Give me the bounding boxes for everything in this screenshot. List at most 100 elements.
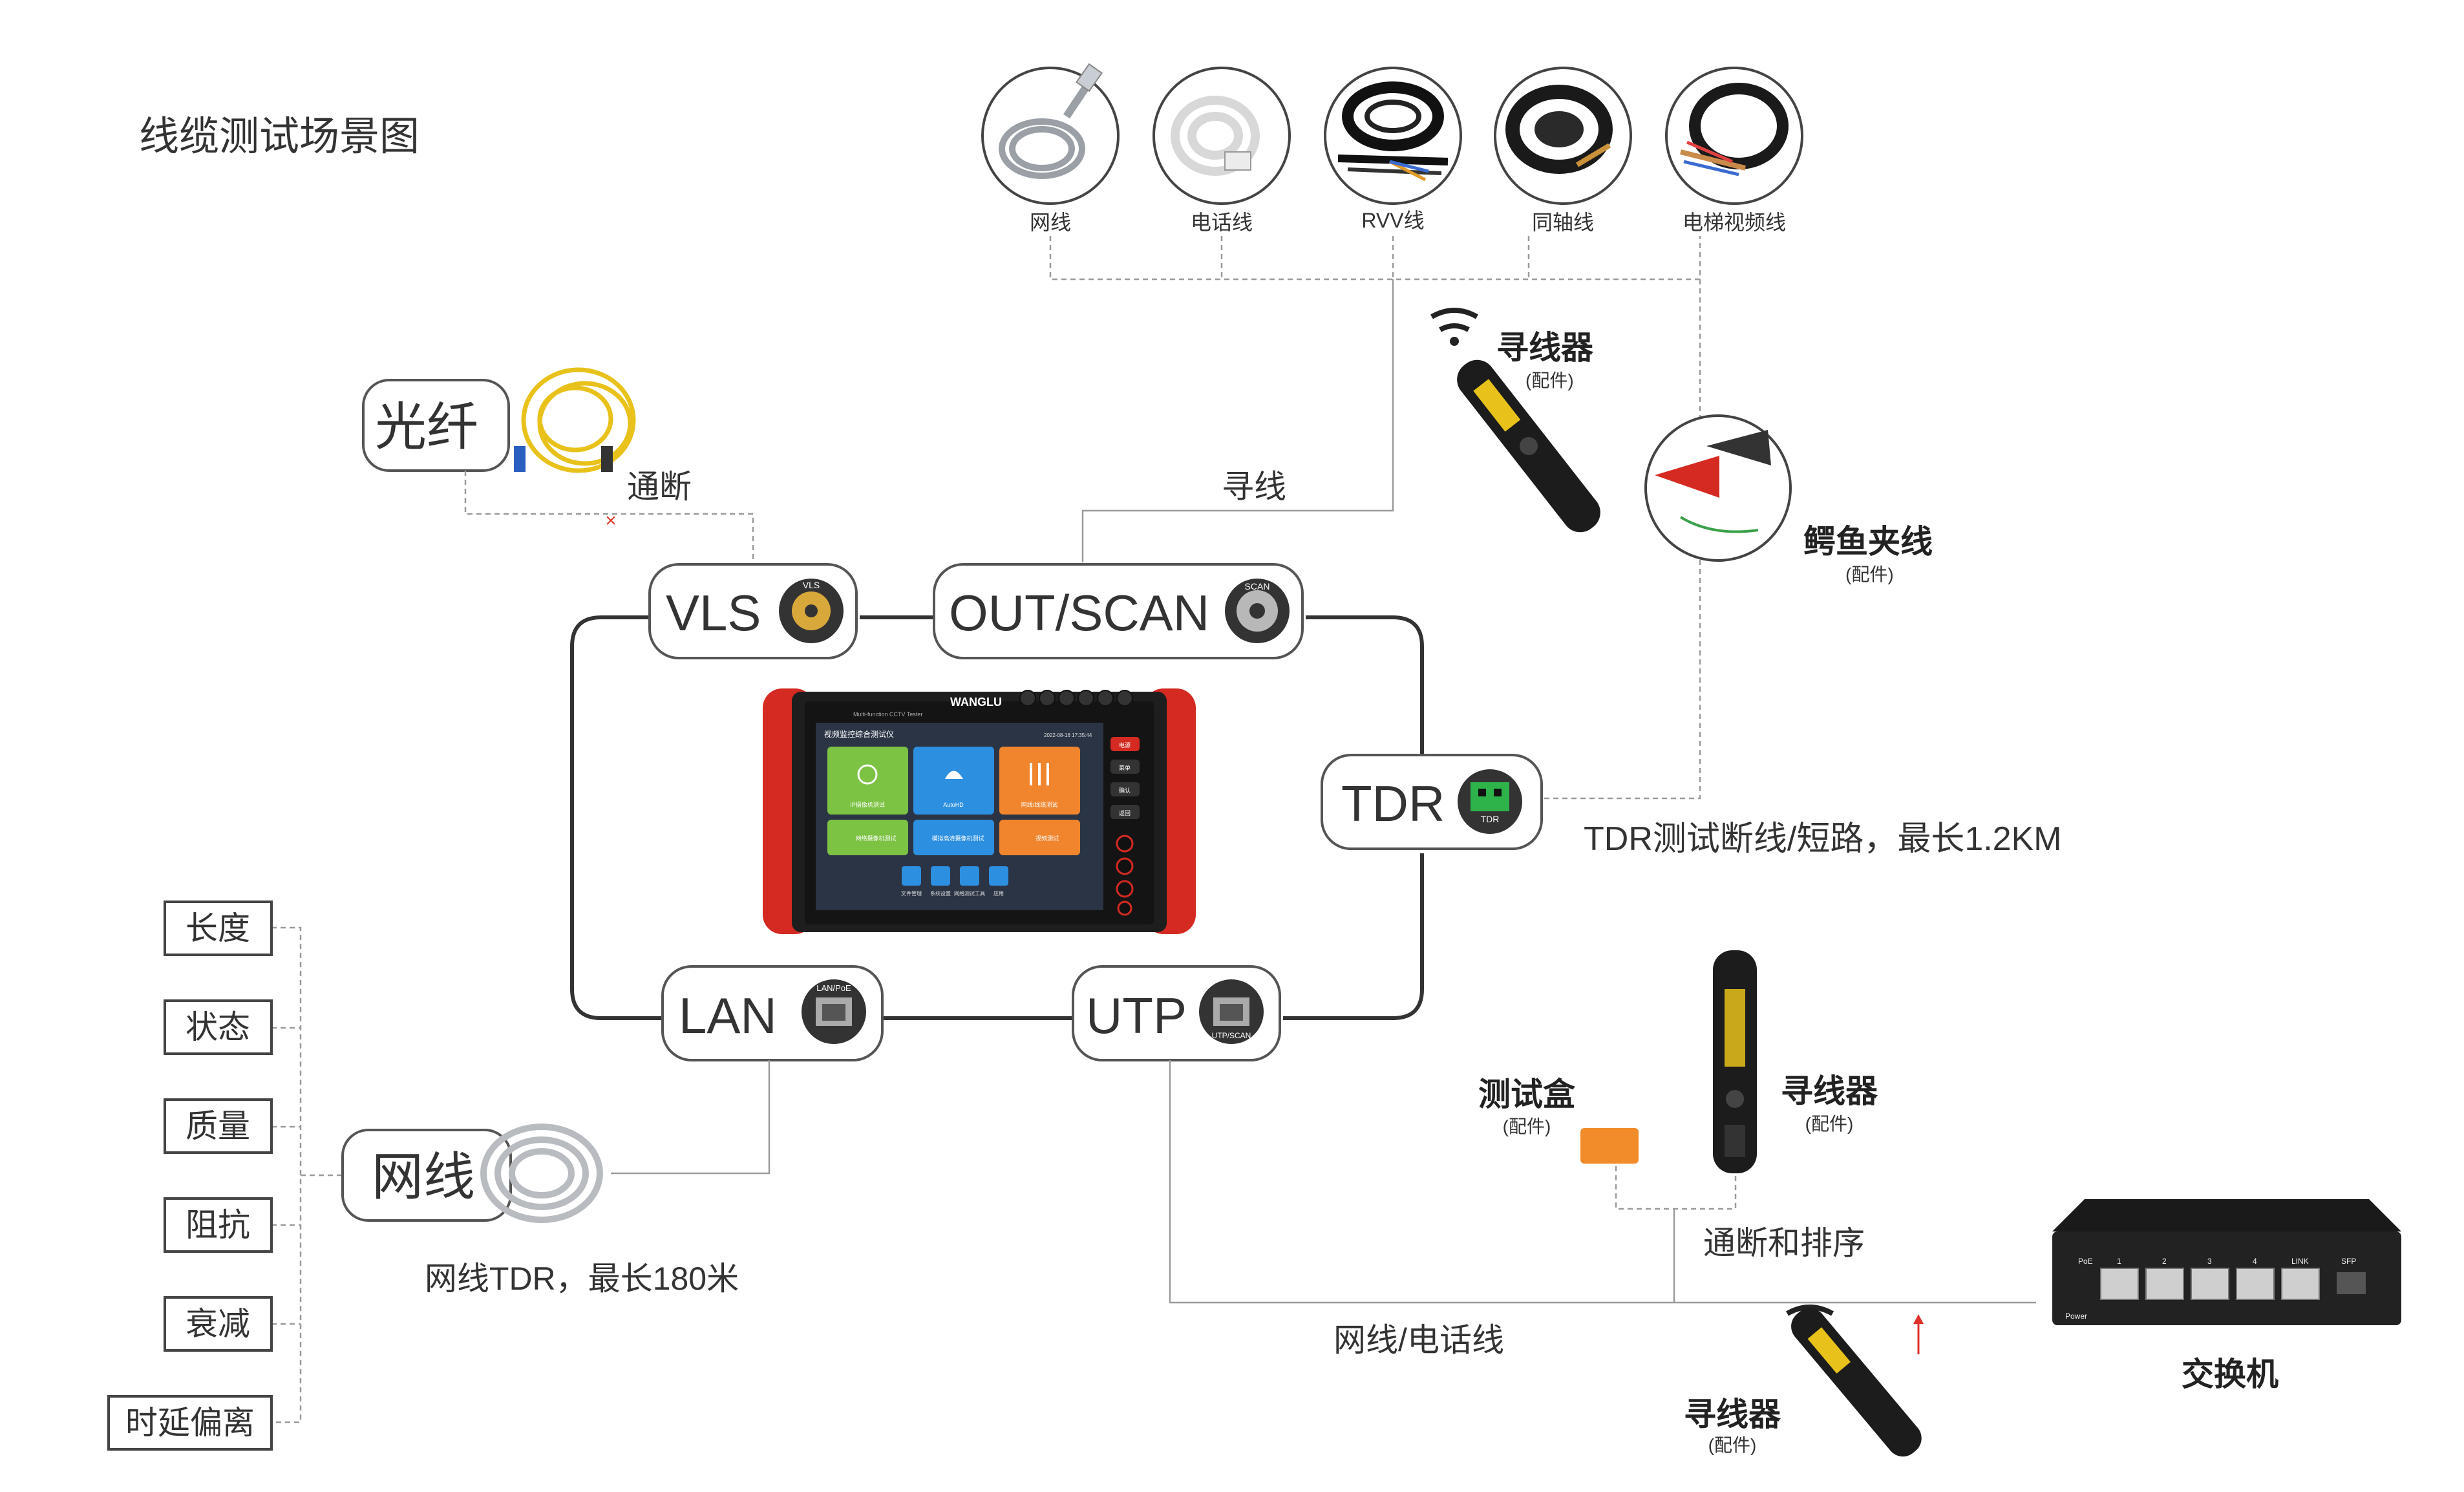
svg-text:网线/线缆测试: 网线/线缆测试 <box>1021 801 1058 808</box>
test-box-icon <box>1580 1128 1639 1164</box>
confirm-button[interactable] <box>1110 782 1140 796</box>
lan-cable-description: 网线TDR，最长180米 <box>425 1261 739 1297</box>
utp-connection-lines <box>1169 1060 2036 1354</box>
port-label: LAN <box>679 987 777 1044</box>
cable-coax: 同轴线 <box>1494 67 1632 234</box>
switch-ports <box>2100 1268 2320 1300</box>
sfp-slot <box>2337 1272 2366 1294</box>
fiber-patch-cable-icon <box>521 367 636 473</box>
svg-text:确认: 确认 <box>1119 787 1131 794</box>
port-icon-text: UTP/SCAN <box>1212 1031 1251 1040</box>
tile-cable-test[interactable]: 网线/线缆测试 <box>999 747 1080 815</box>
screen-title: 视频监控综合测试仪 <box>824 729 894 739</box>
menu-button[interactable] <box>1110 760 1140 774</box>
metric-label: 状态 <box>186 1009 250 1045</box>
svg-text:SFP: SFP <box>2341 1257 2356 1266</box>
tile-analog-hd[interactable]: 模拟高清摄像机测试 <box>913 820 994 855</box>
svg-text:3: 3 <box>2207 1257 2212 1266</box>
cable-label: RVV线 <box>1361 209 1424 232</box>
network-cable-coil-icon <box>480 1124 603 1223</box>
port-label: TDR <box>1341 775 1445 832</box>
port-utp[interactable]: UTP UTP/SCAN <box>1072 965 1281 1061</box>
device-side-buttons: 电源 菜单 确认 返回 <box>1110 737 1140 916</box>
tile-network-camera[interactable]: 网络摄像机测试 <box>827 820 908 855</box>
svg-text:LINK: LINK <box>2291 1257 2309 1266</box>
wire-tracer-icon <box>1791 1308 1922 1457</box>
svg-text:返回: 返回 <box>1119 809 1131 816</box>
tile-video-test[interactable]: 视频测试 <box>999 820 1080 855</box>
svg-text:AutoHD: AutoHD <box>943 802 964 808</box>
screen-small-icons: 文件管理 系统设置 网络测试工具 应用 <box>901 866 1008 897</box>
svg-text:2: 2 <box>2162 1257 2167 1266</box>
cable-elevator: 电梯视频线 <box>1665 67 1803 234</box>
wire-tracer-icon <box>1457 359 1600 533</box>
tracer-note: (配件) <box>1708 1435 1757 1455</box>
port-scan[interactable]: OUT/SCAN SCAN <box>933 563 1304 659</box>
svg-text:IP摄像机测试: IP摄像机测试 <box>850 801 885 808</box>
port-label: OUT/SCAN <box>949 584 1209 641</box>
tile-ip-camera[interactable]: IP摄像机测试 <box>827 747 908 815</box>
svg-text:4: 4 <box>2253 1257 2257 1266</box>
tracer-note: (配件) <box>1525 370 1574 390</box>
port-lan[interactable]: LAN LAN/PoE <box>661 965 884 1061</box>
metric-label: 时延偏离 <box>125 1405 255 1441</box>
tracer-mid: 寻线器 (配件) <box>1713 950 1878 1173</box>
test-box-note: (配件) <box>1503 1116 1551 1136</box>
tracer-top: 寻线器 (配件) <box>1430 308 1600 533</box>
top-port-connectors <box>1019 690 1133 707</box>
cable-rvv: RVV线 <box>1324 67 1462 232</box>
tracer-name: 寻线器 <box>1496 330 1594 366</box>
elevator-video-cable-icon <box>1680 83 1789 176</box>
svg-text:Power: Power <box>2065 1312 2087 1321</box>
fiber-label: 光纤 <box>375 398 478 456</box>
svg-text:1: 1 <box>2117 1257 2121 1266</box>
wifi-signal-icon <box>1430 308 1478 332</box>
utp-cable-label: 网线/电话线 <box>1333 1322 1504 1358</box>
port-icon-text: LAN/PoE <box>816 983 851 993</box>
apps-icon[interactable] <box>989 866 1008 886</box>
alligator-clip-icon <box>1655 430 1771 533</box>
rvv-cable-coil-icon <box>1337 81 1449 182</box>
back-button[interactable] <box>1110 805 1140 819</box>
lan-metrics: 长度 状态 质量 阻抗 衰减 时延偏离 <box>107 901 343 1451</box>
cable-phone: 电话线 <box>1152 67 1291 234</box>
port-icon-text: VLS <box>803 580 820 590</box>
wire-tracer-icon <box>1713 950 1757 1173</box>
port-label: UTP <box>1086 987 1187 1044</box>
svg-text:模拟高清摄像机测试: 模拟高清摄像机测试 <box>931 835 984 842</box>
port-icon-text: SCAN <box>1245 581 1270 591</box>
settings-icon[interactable] <box>931 866 950 886</box>
tester-device: WANGLU Multi-function CCTV Tester 视频监控综合… <box>763 688 1196 934</box>
alligator-name: 鳄鱼夹线 <box>1803 524 1933 560</box>
svg-text:文件管理: 文件管理 <box>901 890 922 897</box>
network-tools-icon[interactable] <box>960 866 979 886</box>
port-tdr[interactable]: TDR TDR <box>1321 754 1543 850</box>
file-manager-icon[interactable] <box>902 866 921 886</box>
cable-label: 电话线 <box>1191 211 1253 234</box>
svg-text:电源: 电源 <box>1119 741 1131 749</box>
metric-label: 长度 <box>186 910 250 946</box>
svg-text:菜单: 菜单 <box>1119 764 1131 771</box>
svg-text:网络测试工具: 网络测试工具 <box>954 890 985 897</box>
metric-label: 质量 <box>186 1108 250 1144</box>
power-button[interactable] <box>1110 737 1140 751</box>
cable-label: 电梯视频线 <box>1683 211 1786 234</box>
diagram-title: 线缆测试场景图 <box>139 114 420 159</box>
network-switch: PoE 1 2 3 4 LINK SFP Power 交换机 <box>2052 1199 2401 1392</box>
tdr-description: TDR测试断线/短路，最长1.2KM <box>1584 820 2062 858</box>
tracer-bottom: 寻线器 (配件) <box>1684 1305 1922 1457</box>
lan-cable-label: 网线 <box>372 1148 475 1206</box>
cable-network: 网线 <box>981 63 1120 234</box>
phone-cable-coil-icon <box>1171 96 1260 176</box>
svg-text:视频测试: 视频测试 <box>1036 835 1059 842</box>
continuity-sequence-label: 通断和排序 <box>1703 1225 1865 1261</box>
svg-text:PoE: PoE <box>2078 1257 2093 1266</box>
alligator-note: (配件) <box>1845 564 1894 584</box>
port-vls[interactable]: VLS VLS <box>648 563 858 659</box>
fiber-block: 光纤 × 通断 <box>362 367 754 562</box>
svg-text:系统设置: 系统设置 <box>930 890 951 897</box>
metric-label: 衰减 <box>186 1306 250 1342</box>
cable-label: 同轴线 <box>1532 211 1594 234</box>
tile-autohd[interactable]: AutoHD <box>913 747 994 815</box>
